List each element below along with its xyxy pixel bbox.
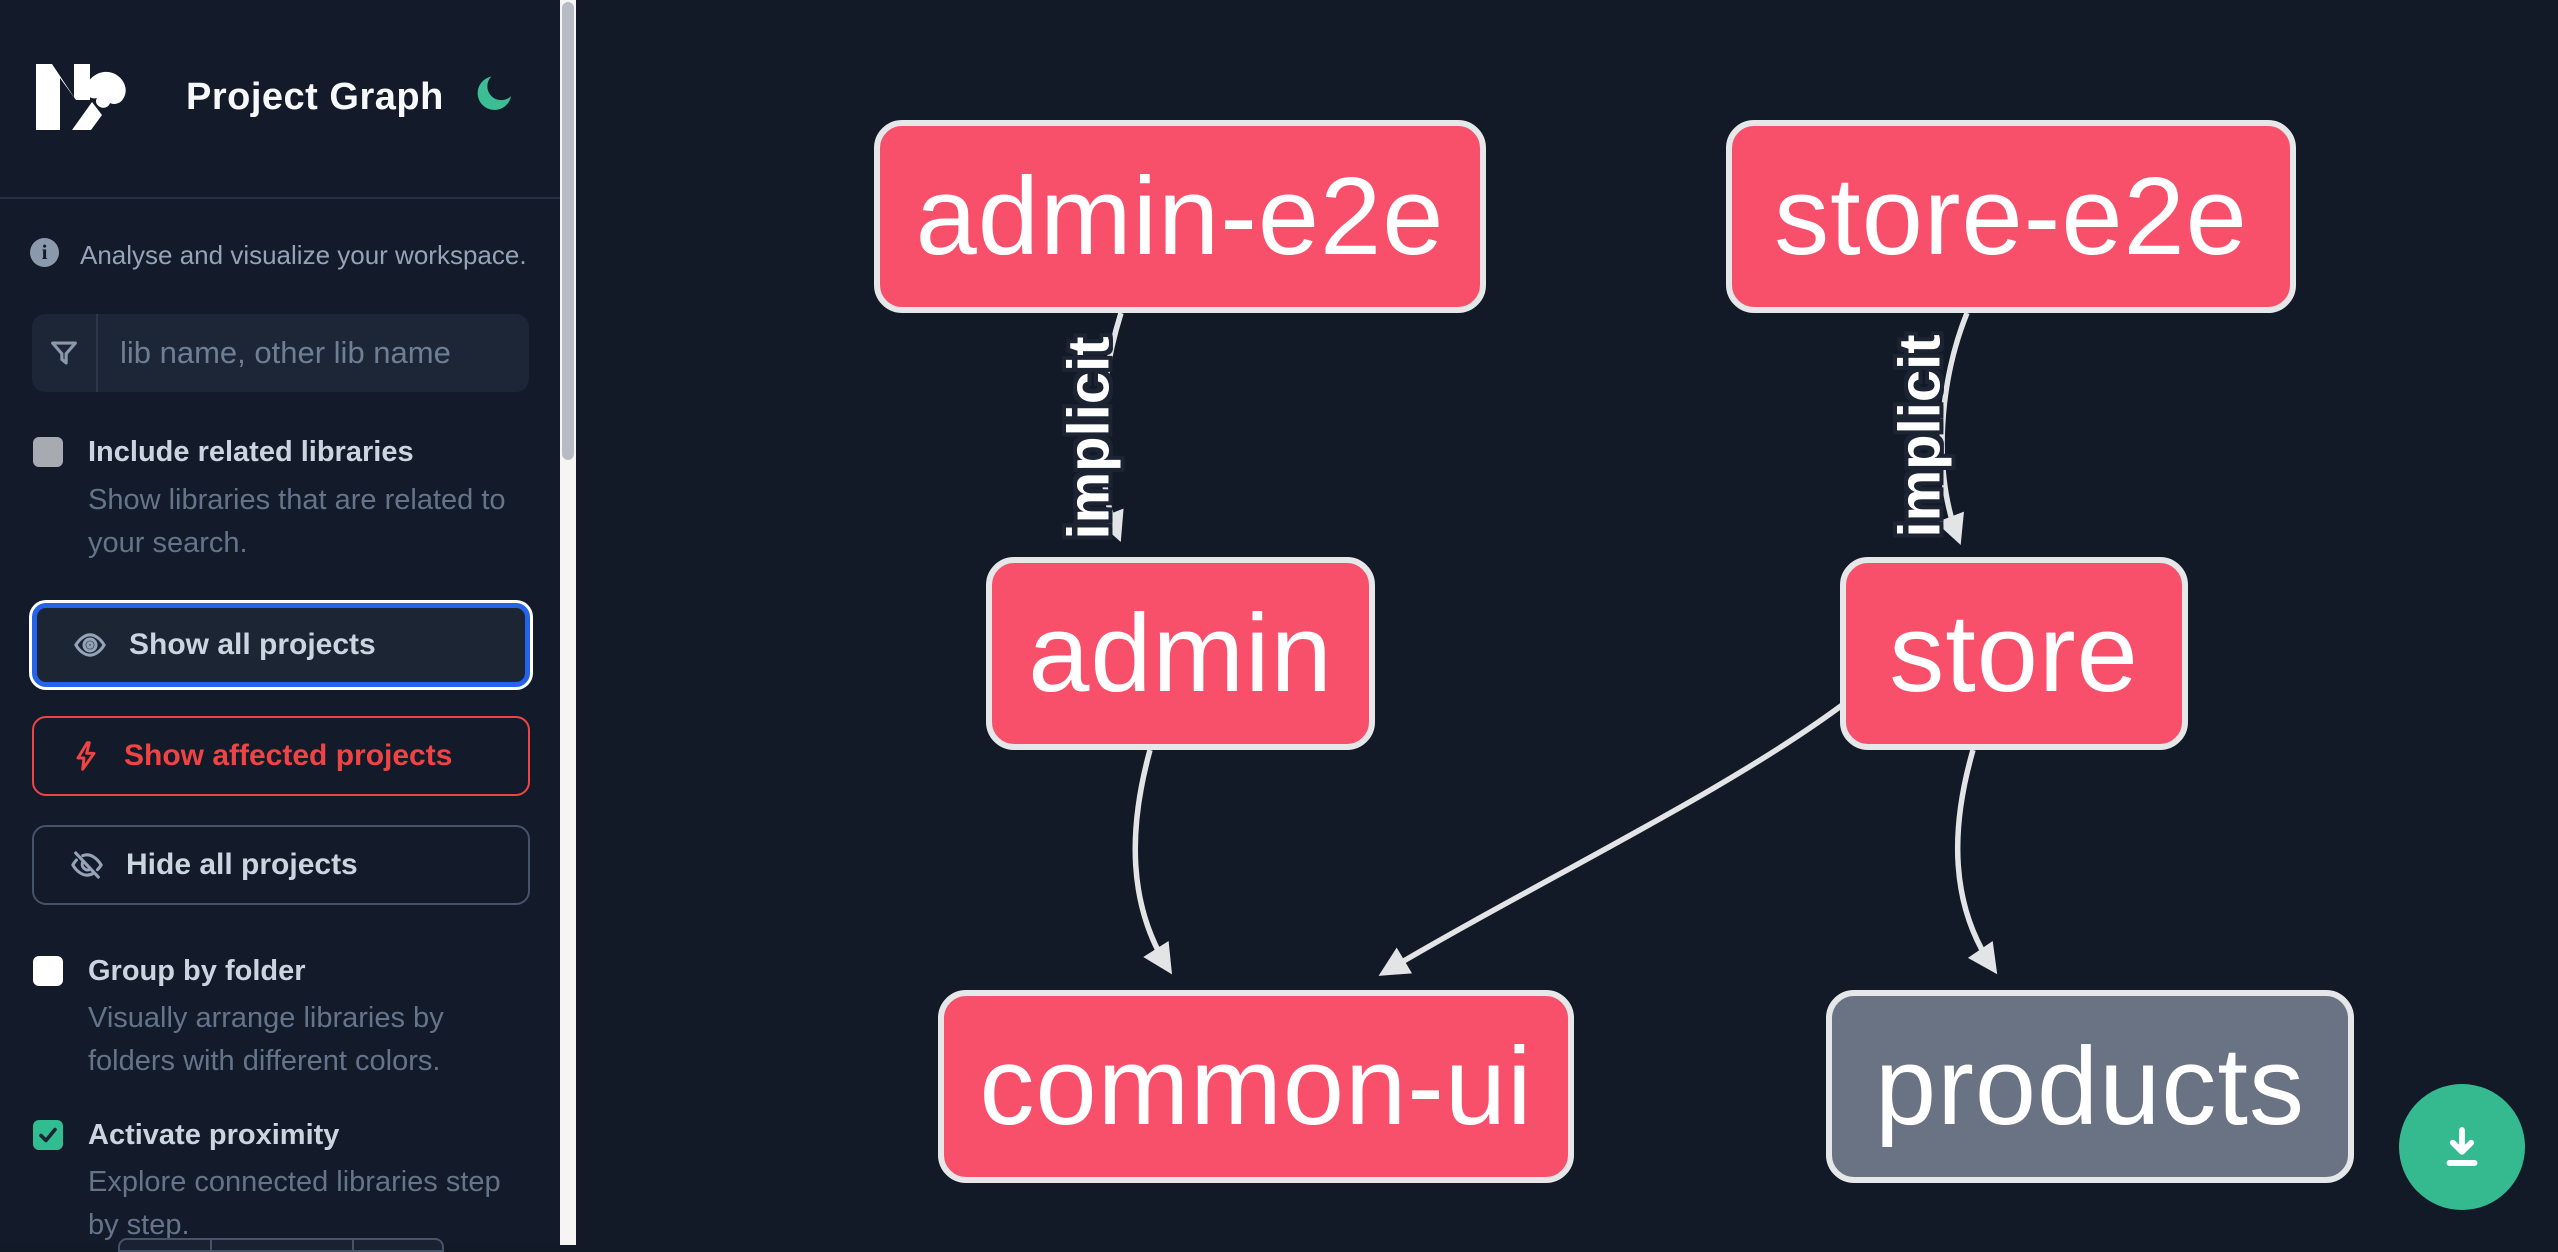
toggle-description: Explore connected libraries step by step… bbox=[88, 1166, 501, 1241]
tagline-text: Analyse and visualize your workspace. bbox=[80, 240, 527, 270]
checkbox-include-related-libraries[interactable] bbox=[33, 437, 63, 467]
nx-logo[interactable] bbox=[30, 62, 130, 132]
search-box bbox=[32, 314, 529, 392]
edge-admin-e2e-to-admin bbox=[1095, 312, 1124, 542]
edge-label-implicit-0: implicit bbox=[1056, 336, 1122, 540]
toggle-label: Group by folder bbox=[88, 955, 306, 987]
graph-node-products[interactable]: products bbox=[1826, 990, 2354, 1183]
sidebar: Project Graph i Analyse and visualize yo… bbox=[0, 0, 560, 1252]
check-icon bbox=[39, 1127, 57, 1143]
dark-mode-toggle[interactable] bbox=[472, 70, 518, 116]
partial-segmented-control[interactable] bbox=[118, 1238, 444, 1252]
show-affected-projects-button[interactable]: Show affected projects bbox=[32, 716, 530, 796]
graph-node-admin-e2e[interactable]: admin-e2e bbox=[874, 120, 1486, 313]
toggle-description: Show libraries that are related to your … bbox=[88, 484, 506, 559]
edge-label-implicit-1: implicit bbox=[1887, 334, 1953, 538]
header-divider bbox=[0, 197, 560, 199]
download-icon bbox=[2446, 1127, 2478, 1166]
download-image-button[interactable] bbox=[2399, 1084, 2525, 1210]
show-all-projects-button[interactable]: Show all projects bbox=[32, 603, 530, 687]
graph-node-admin[interactable]: admin bbox=[986, 557, 1375, 750]
button-label: Show all projects bbox=[129, 628, 376, 661]
moon-icon bbox=[477, 76, 512, 110]
edge-admin-to-common-ui bbox=[1132, 749, 1173, 975]
graph-node-store-e2e[interactable]: store-e2e bbox=[1726, 120, 2296, 313]
filter-funnel-icon bbox=[32, 314, 98, 392]
page-title: Project Graph bbox=[186, 76, 444, 118]
eye-icon bbox=[74, 633, 106, 657]
bolt-icon bbox=[76, 741, 96, 771]
graph-node-common-ui[interactable]: common-ui bbox=[938, 990, 1574, 1183]
hide-all-projects-button[interactable]: Hide all projects bbox=[32, 825, 530, 905]
edge-store-to-products bbox=[1954, 749, 1998, 975]
toggle-label: Include related libraries bbox=[88, 436, 414, 468]
graph-node-store[interactable]: store bbox=[1840, 557, 2188, 750]
toggle-description: Visually arrange libraries by folders wi… bbox=[88, 1002, 444, 1077]
toggle-label: Activate proximity bbox=[88, 1119, 340, 1151]
info-icon: i bbox=[30, 238, 59, 267]
scrollbar-thumb[interactable] bbox=[562, 2, 574, 460]
button-label: Show affected projects bbox=[124, 739, 453, 772]
project-graph-canvas[interactable]: admin-e2e store-e2e admin store common-ui pro… bbox=[576, 0, 2558, 1245]
eye-off-icon bbox=[71, 851, 103, 879]
checkbox-activate-proximity[interactable] bbox=[33, 1120, 63, 1150]
edge-store-to-common-ui bbox=[1378, 697, 1851, 976]
button-label: Hide all projects bbox=[126, 848, 358, 881]
edge-store-e2e-to-store bbox=[1935, 311, 1970, 546]
checkbox-group-by-folder[interactable] bbox=[33, 956, 63, 986]
search-input[interactable] bbox=[100, 314, 527, 392]
sidebar-scrollbar[interactable] bbox=[560, 0, 576, 1245]
graph-edges bbox=[1095, 311, 1998, 976]
